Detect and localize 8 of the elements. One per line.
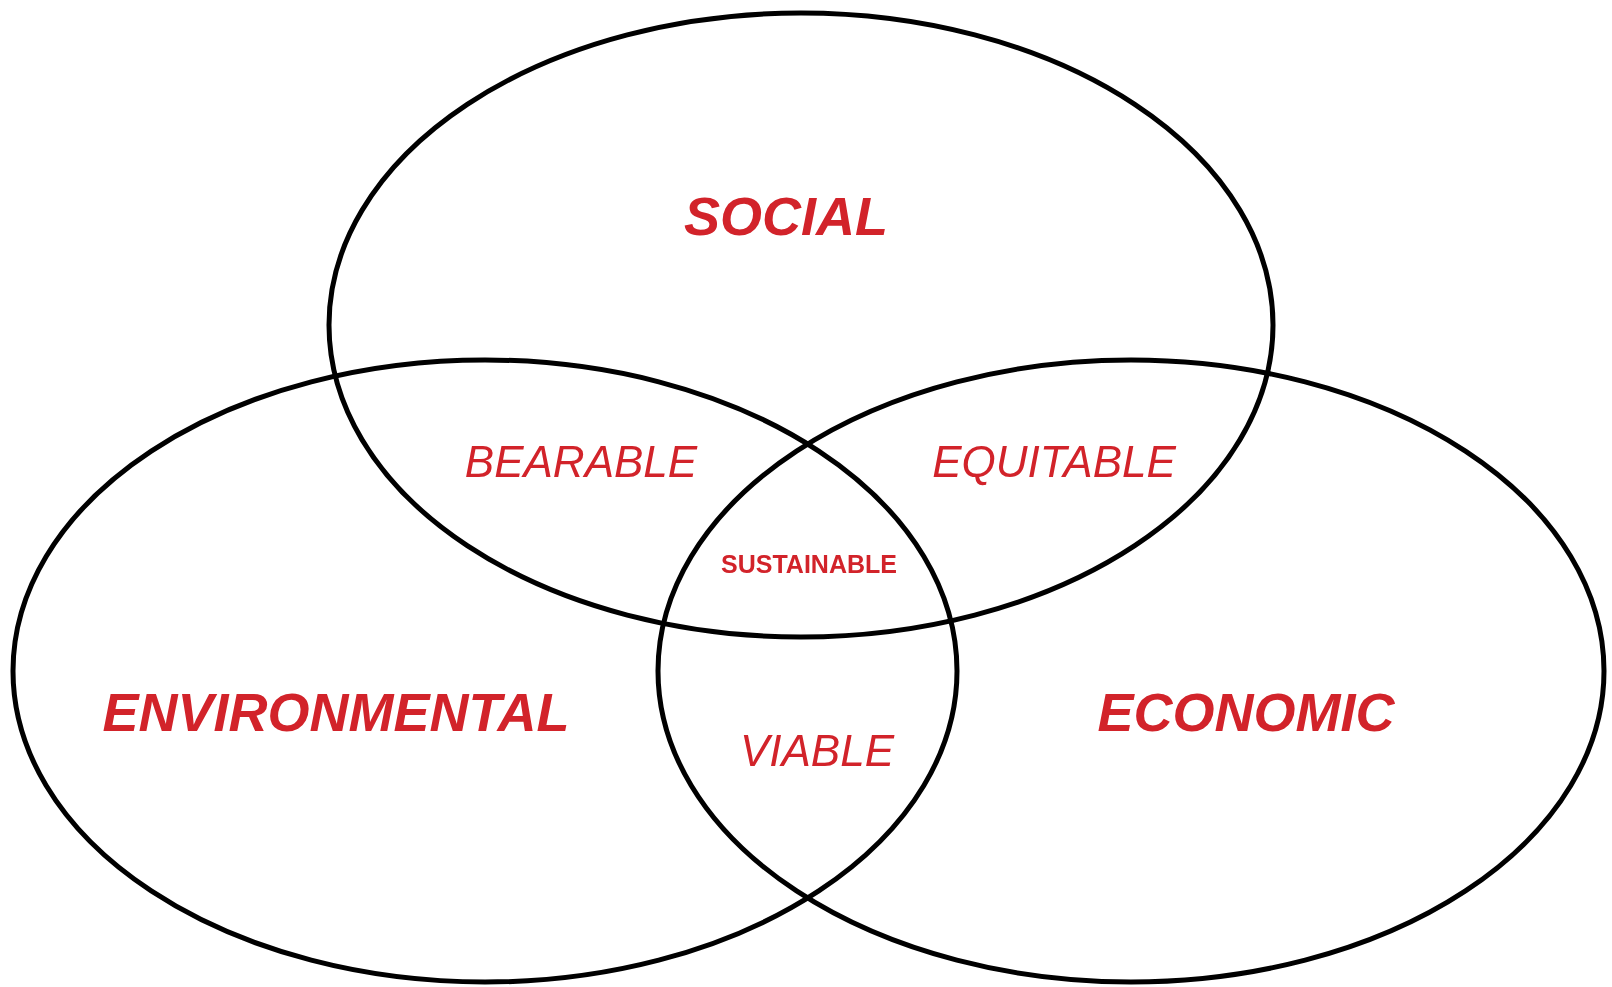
venn-ellipse [326,10,1276,640]
overlap-label: VIABLE [739,729,895,773]
circle-title: ECONOMIC [1097,685,1395,739]
overlap-label: BEARABLE [464,440,698,484]
overlap-label: EQUITABLE [932,440,1176,484]
circle-title: ENVIRONMENTAL [102,685,570,739]
center-label: SUSTAINABLE [721,551,897,577]
circle-title: SOCIAL [684,189,888,243]
